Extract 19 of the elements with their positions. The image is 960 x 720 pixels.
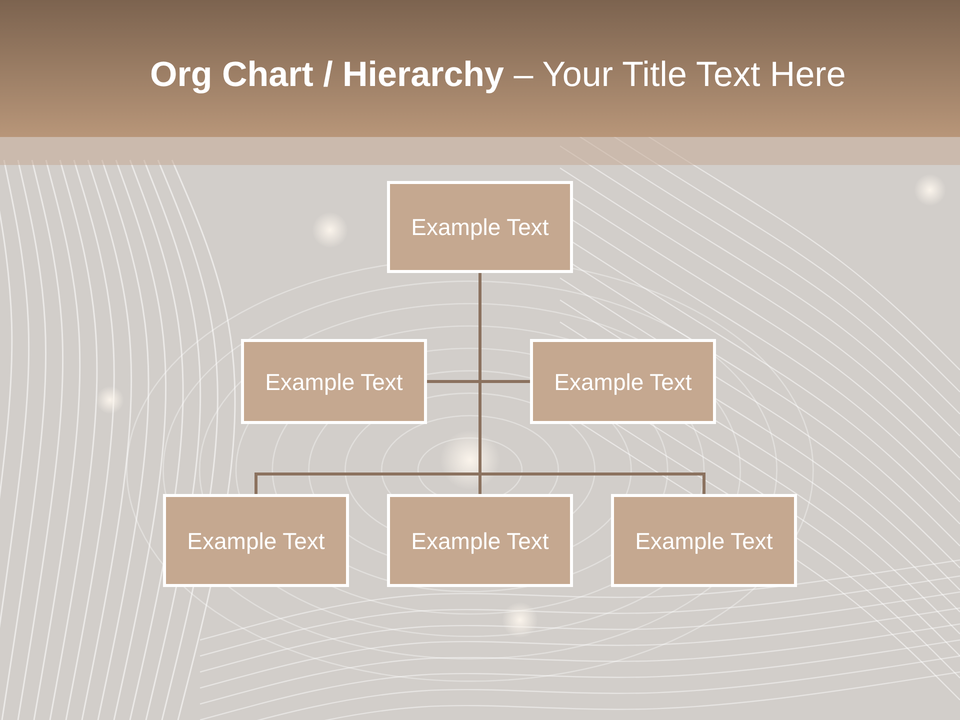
connector-line	[254, 472, 482, 496]
connector-line	[478, 272, 482, 476]
org-chart-box	[387, 494, 573, 587]
org-chart-box	[387, 181, 573, 273]
slide-title: Org Chart / Hierarchy – Your Title Text Here	[150, 54, 846, 96]
org-chart-box	[611, 494, 797, 587]
org-chart-box	[163, 494, 349, 587]
box-label: Example Text	[187, 526, 325, 554]
box-label: Example Text	[635, 526, 773, 554]
connector-line	[478, 380, 532, 383]
org-chart-box	[241, 339, 427, 424]
connector-line	[478, 472, 482, 496]
box-label: Example Text	[411, 213, 549, 241]
connector-line	[426, 380, 482, 383]
org-chart-box	[530, 339, 716, 424]
box-label: Example Text	[554, 368, 692, 396]
box-label: Example Text	[265, 368, 403, 396]
connector-line	[478, 472, 706, 496]
box-label: Example Text	[411, 526, 549, 554]
